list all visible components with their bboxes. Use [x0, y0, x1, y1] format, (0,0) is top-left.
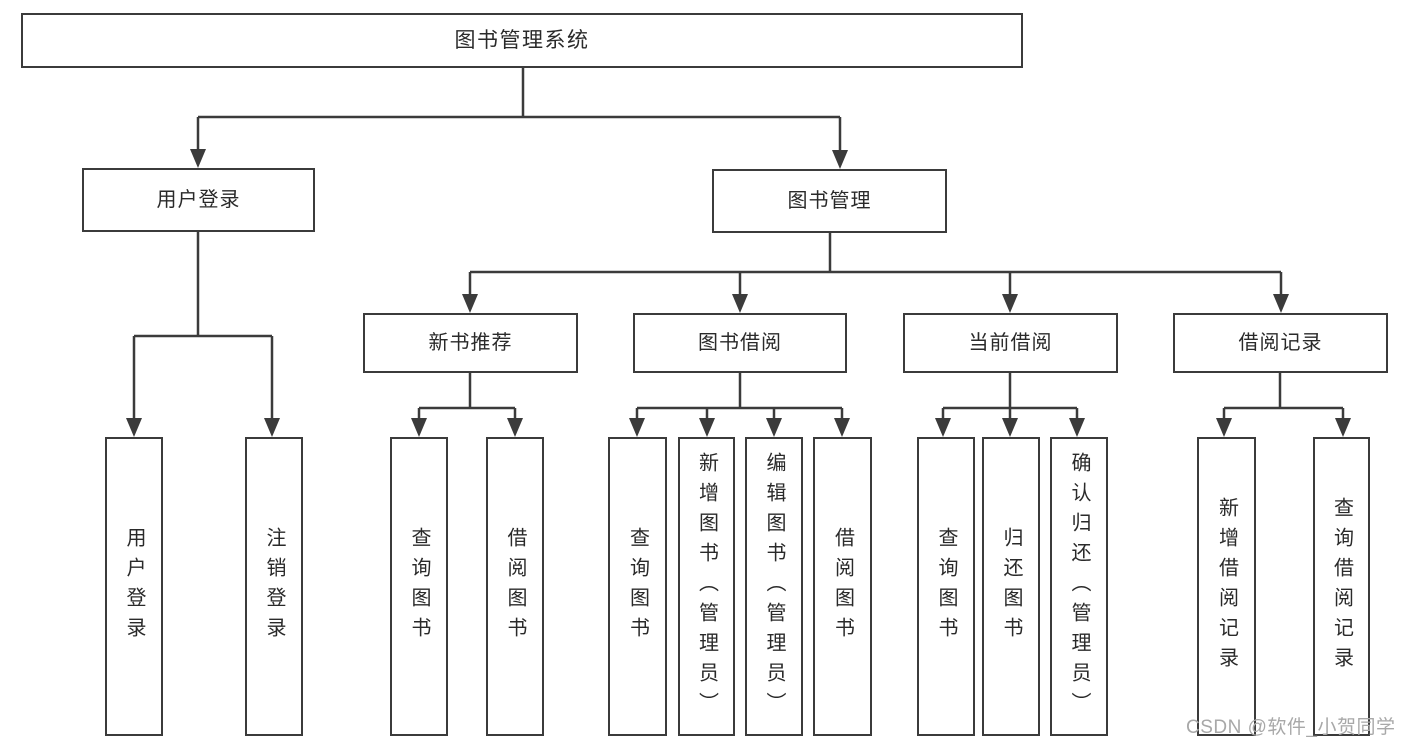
node-borrow-records-label: 借阅记录 — [1238, 332, 1323, 354]
leaf-current-confirm-return-admin-label: 确认归还（管理员） — [1068, 451, 1090, 722]
leaf-borrow-add-books-admin: 新增图书（管理员） — [678, 437, 735, 736]
connector-current-borrow-leaves — [941, 373, 1079, 421]
leaf-borrow-borrow-books: 借阅图书 — [813, 437, 872, 736]
leaf-borrow-query-books-label: 查询图书 — [626, 526, 649, 647]
node-book-borrow: 图书借阅 — [633, 313, 847, 373]
node-book-management: 图书管理 — [712, 169, 947, 233]
node-root-system: 图书管理系统 — [21, 13, 1023, 68]
connector-borrow-records-leaves — [1222, 373, 1345, 421]
connector-book-management-level3 — [468, 233, 1283, 297]
connector-book-borrow-leaves — [635, 373, 844, 421]
leaf-current-return-books: 归还图书 — [982, 437, 1040, 736]
node-new-book-recommend-label: 新书推荐 — [428, 332, 513, 354]
leaf-borrow-borrow-books-label: 借阅图书 — [831, 526, 854, 647]
node-new-book-recommend: 新书推荐 — [363, 313, 578, 373]
leaf-records-query-borrow-record-label: 查询借阅记录 — [1330, 496, 1353, 677]
leaf-current-confirm-return-admin: 确认归还（管理员） — [1050, 437, 1108, 736]
leaf-records-add-borrow-record-label: 新增借阅记录 — [1215, 496, 1238, 677]
node-root-system-label: 图书管理系统 — [454, 29, 590, 52]
node-book-borrow-label: 图书借阅 — [698, 332, 782, 354]
leaf-borrow-query-books: 查询图书 — [608, 437, 667, 736]
leaf-recommend-query-books-label: 查询图书 — [408, 526, 430, 647]
leaf-borrow-add-books-admin-label: 新增图书（管理员） — [695, 451, 718, 722]
leaf-records-add-borrow-record: 新增借阅记录 — [1197, 437, 1256, 736]
connector-new-book-recommend-leaves — [417, 373, 517, 421]
leaf-current-return-books-label: 归还图书 — [1000, 526, 1022, 647]
leaf-user-login-label: 用户登录 — [123, 526, 145, 647]
leaf-recommend-borrow-books-label: 借阅图书 — [504, 526, 526, 647]
connector-root-level2 — [196, 68, 842, 153]
node-current-borrow-label: 当前借阅 — [968, 332, 1053, 354]
leaf-borrow-edit-books-admin-label: 编辑图书（管理员） — [763, 451, 785, 722]
node-current-borrow: 当前借阅 — [903, 313, 1118, 373]
connector-paths — [132, 68, 1345, 421]
leaf-records-query-borrow-record: 查询借阅记录 — [1313, 437, 1370, 736]
leaf-recommend-query-books: 查询图书 — [390, 437, 448, 736]
connector-user-login-leaves — [132, 232, 274, 421]
node-borrow-records: 借阅记录 — [1173, 313, 1388, 373]
leaf-user-login: 用户登录 — [105, 437, 163, 736]
leaf-borrow-edit-books-admin: 编辑图书（管理员） — [745, 437, 803, 736]
leaf-recommend-borrow-books: 借阅图书 — [486, 437, 544, 736]
node-book-management-label: 图书管理 — [787, 190, 872, 212]
node-user-login-label: 用户登录 — [156, 189, 241, 211]
node-user-login: 用户登录 — [82, 168, 315, 232]
leaf-logout-label: 注销登录 — [263, 526, 285, 647]
leaf-current-query-books-label: 查询图书 — [935, 526, 957, 647]
leaf-current-query-books: 查询图书 — [917, 437, 975, 736]
leaf-logout: 注销登录 — [245, 437, 303, 736]
arrowheads — [126, 149, 1351, 437]
csdn-watermark: CSDN @软件_小贺同学 — [1186, 717, 1396, 738]
